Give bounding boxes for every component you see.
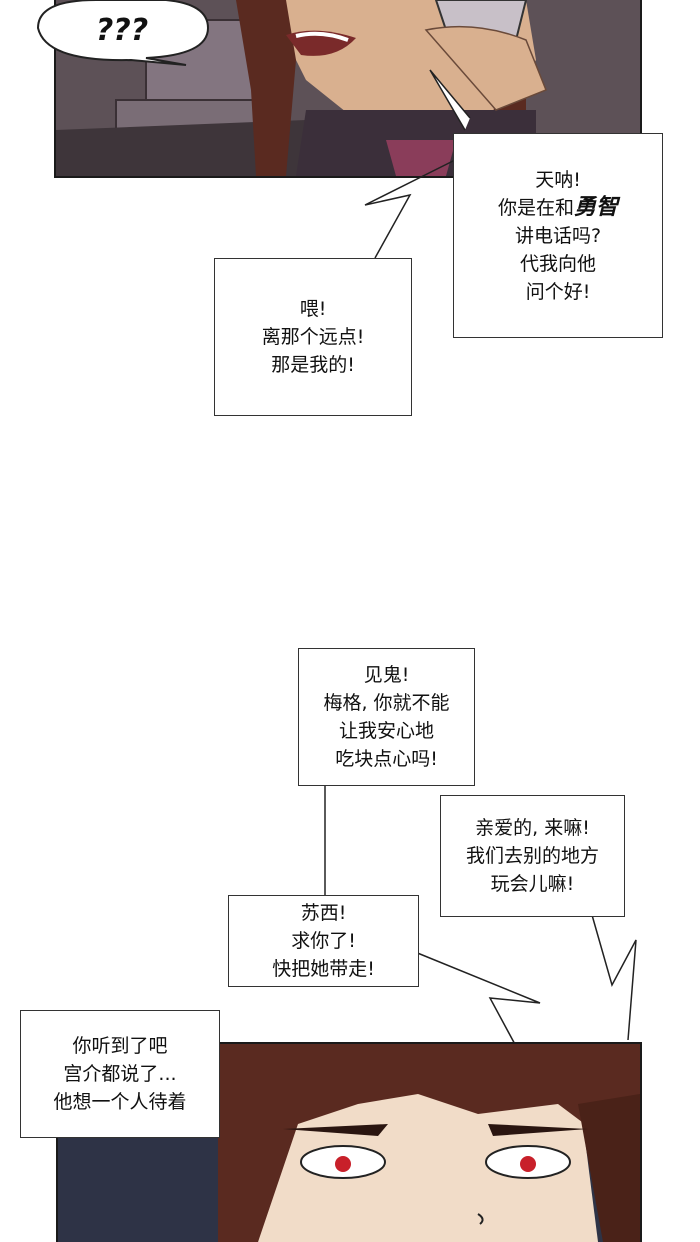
comic-panel-bottom <box>56 1042 642 1242</box>
speech-box-ni-ting: 你听到了吧 宫介都说了... 他想一个人待着 <box>20 1010 220 1138</box>
speech-box-qin-ai: 亲爱的, 来嘛! 我们去别的地方 玩会儿嘛! <box>440 795 625 917</box>
speech-line-part-2: 讲电话吗? 代我向他 问个好! <box>514 224 602 303</box>
question-marks-text: ??? <box>96 13 148 48</box>
comic-panel-top <box>54 0 642 178</box>
speech-box-tian-na: 天呐! 你是在和勇智 讲电话吗? 代我向他 问个好! <box>453 133 663 338</box>
speech-line-part-1: 天呐! 你是在和 <box>497 168 581 219</box>
speech-tails-top <box>364 69 471 259</box>
panel-top-artwork <box>56 0 640 176</box>
speech-box-jian-gui: 见鬼! 梅格, 你就不能 让我安心地 吃块点心吗! <box>298 648 475 786</box>
speech-text-jian-gui: 见鬼! 梅格, 你就不能 让我安心地 吃块点心吗! <box>323 664 450 770</box>
speech-text-ni-ting: 你听到了吧 宫介都说了... 他想一个人待着 <box>53 1035 187 1113</box>
speech-text-wei: 喂! 离那个远点! 那是我的! <box>261 298 365 376</box>
speech-name-yongzhi: 勇智 <box>574 194 619 220</box>
speech-text-qin-ai: 亲爱的, 来嘛! 我们去别的地方 玩会儿嘛! <box>465 817 599 895</box>
speech-box-su-xi: 苏西! 求你了! 快把她带走! <box>228 895 419 987</box>
speech-box-wei: 喂! 离那个远点! 那是我的! <box>214 258 412 416</box>
speech-text-tian-na: 天呐! 你是在和勇智 讲电话吗? 代我向他 问个好! <box>498 166 618 306</box>
speech-text-su-xi: 苏西! 求你了! 快把她带走! <box>272 902 375 980</box>
speech-bubble-question: ??? <box>36 0 210 66</box>
